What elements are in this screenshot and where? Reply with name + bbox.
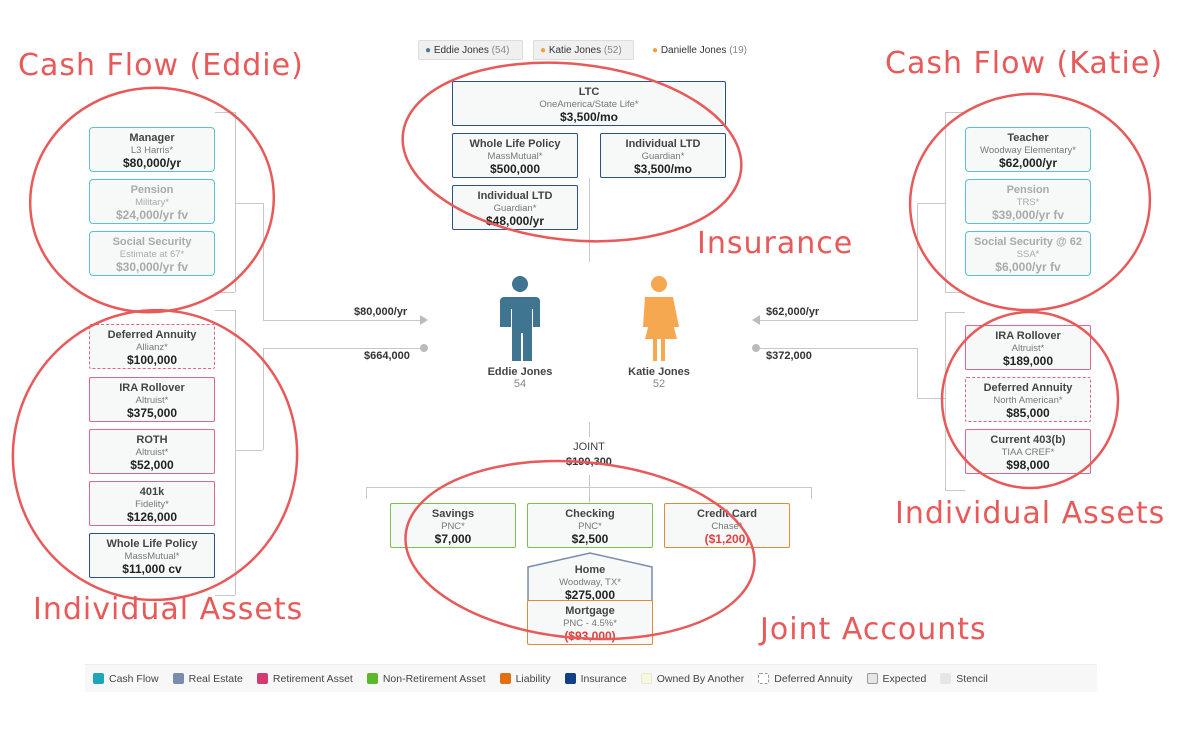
katie-income: $62,000/yr [766,306,820,318]
annotation-joint-accounts: Joint Accounts [760,612,987,647]
male-person-icon [500,276,540,361]
legend-label: Retirement Asset [272,672,353,685]
legend-item: Deferred Annuity [758,672,853,685]
legend-item: Cash Flow [93,673,159,685]
legend-swatch [866,673,878,684]
legend-item: Liability [499,672,551,685]
legend-label: Insurance [580,672,627,685]
legend-swatch [640,673,652,684]
female-person-icon [643,276,679,361]
legend-label: Real Estate [188,672,243,685]
legend-label: Cash Flow [109,672,159,685]
legend-swatch [564,673,576,684]
legend-swatch [93,673,104,684]
legend-label: Liability [515,672,551,685]
legend-swatch [758,673,770,684]
legend-label: Owned By Another [656,672,745,685]
legend-label: Expected [882,672,927,685]
annotation-insurance: Insurance [697,226,854,261]
eddie-total: $664,000 [364,350,410,362]
tab-eddie[interactable]: ● Eddie Jones (54) [418,40,523,60]
legend-swatch [499,673,511,684]
annotation-cashflow-eddie: Cash Flow (Eddie) [18,48,304,83]
annotation-individual-assets-left: Individual Assets [33,592,304,627]
legend-item: Stencil [940,673,988,685]
legend-item: Owned By Another [640,672,745,685]
legend-swatch [366,673,378,684]
person-icon: ● [540,45,547,56]
legend: Cash Flow Real Estate Retirement Asset Non-… [85,664,1097,692]
legend-label: Deferred Annuity [774,672,853,685]
tab-danielle[interactable]: ● Danielle Jones (19) [645,40,760,60]
person-icon: ● [652,45,659,56]
person-icon: ● [425,45,432,56]
legend-swatch [940,673,952,684]
joint-label: JOINT [573,441,605,453]
legend-item: Insurance [564,672,627,685]
legend-item: Retirement Asset [256,672,353,685]
legend-item: Non-Retirement Asset [366,672,486,685]
annotation-cashflow-katie: Cash Flow (Katie) [885,46,1164,81]
asset-box[interactable]: Current 403(b)TIAA CREF*$98,000 [965,429,1091,474]
katie-total: $372,000 [766,350,812,362]
legend-item: Expected [866,672,927,685]
joint-total: $190,300 [566,456,612,468]
legend-label: Non-Retirement Asset [382,672,486,685]
legend-label: Stencil [956,672,988,685]
legend-item: Real Estate [172,672,243,685]
tab-katie[interactable]: ● Katie Jones (52) [533,40,634,60]
annotation-individual-assets-right: Individual Assets [895,496,1166,531]
eddie-income: $80,000/yr [354,306,408,318]
legend-swatch [256,673,268,684]
legend-swatch [172,673,184,684]
